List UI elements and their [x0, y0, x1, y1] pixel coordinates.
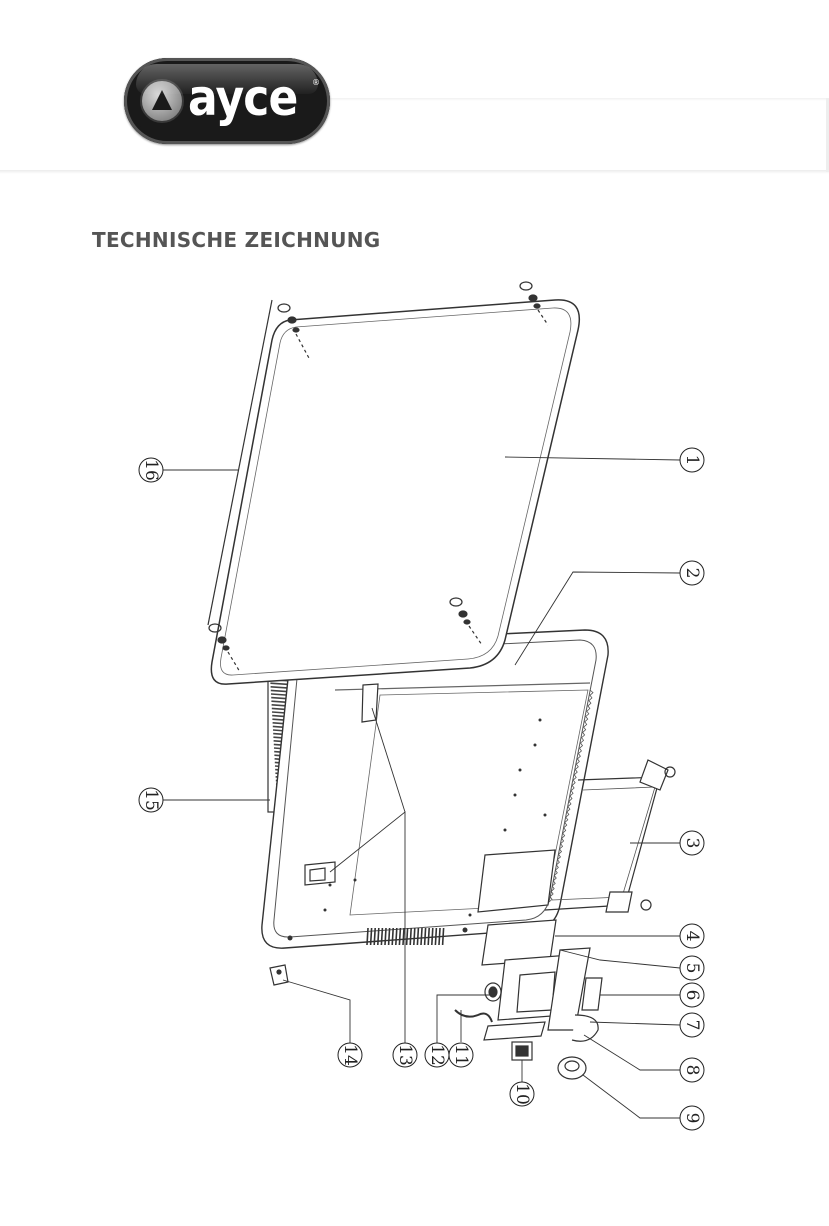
callout-label: 8: [682, 1065, 702, 1076]
callout-label: 6: [682, 990, 702, 1001]
callout-13: 13: [393, 1043, 417, 1067]
callout-2: 2: [680, 561, 704, 585]
callout-label: 5: [682, 963, 702, 974]
callout-label: 11: [451, 1044, 471, 1066]
callout-label: 2: [682, 568, 702, 579]
callout-label: 10: [512, 1083, 532, 1105]
callout-11: 11: [449, 1043, 473, 1067]
callout-15: 15: [139, 788, 163, 812]
callout-1: 1: [680, 448, 704, 472]
callout-label: 3: [682, 838, 702, 849]
callout-8: 8: [680, 1058, 704, 1082]
callout-10: 10: [510, 1082, 534, 1106]
callout-14: 14: [338, 1043, 362, 1067]
callout-label: 16: [141, 459, 161, 481]
callout-7: 7: [680, 1013, 704, 1037]
callout-5: 5: [680, 956, 704, 980]
callout-3: 3: [680, 831, 704, 855]
callout-label: 15: [141, 789, 161, 811]
callout-label: 1: [682, 455, 702, 466]
front-panel: [211, 300, 579, 684]
callout-4: 4: [680, 924, 704, 948]
callout-label: 4: [682, 931, 702, 942]
callout-6: 6: [680, 983, 704, 1007]
callout-12: 12: [425, 1043, 449, 1067]
callout-9: 9: [680, 1106, 704, 1130]
callout-label: 13: [395, 1044, 415, 1066]
callout-label: 9: [682, 1113, 702, 1124]
callout-16: 16: [139, 458, 163, 482]
callout-label: 7: [682, 1020, 702, 1031]
callout-label: 14: [340, 1044, 360, 1066]
callout-label: 12: [427, 1044, 447, 1066]
